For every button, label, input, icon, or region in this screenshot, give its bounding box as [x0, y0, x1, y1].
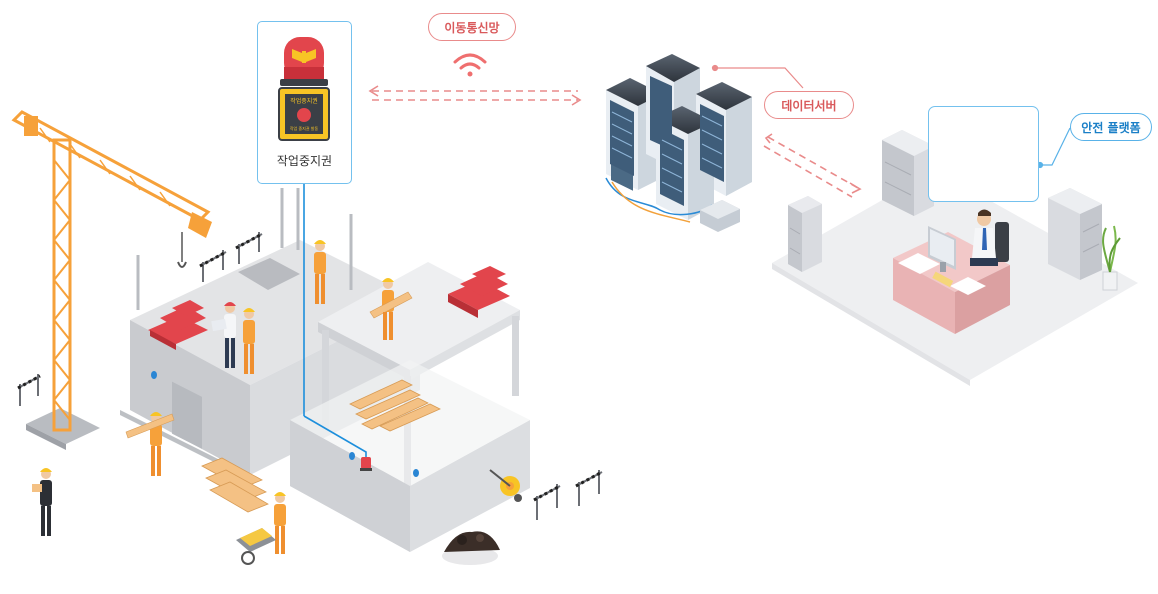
data-server-label: 데이터서버 [764, 91, 854, 119]
device-panel-subtext: 작업 중지권 발동 [290, 125, 319, 131]
soil-pile [442, 531, 500, 565]
worker-figure [314, 240, 326, 304]
desk-computer-monitor [928, 226, 956, 272]
worker-with-wheelbarrow [236, 492, 286, 565]
server-label-leader [711, 64, 804, 89]
warning-beacon-icon [360, 457, 372, 471]
worker-figure-pair [211, 302, 255, 374]
tower-crane [11, 110, 212, 450]
window-dots [151, 371, 419, 477]
safety-platform-card: Platform [928, 106, 1039, 202]
rebar-posts [136, 188, 353, 310]
device-panel-text: 작업중지권 [290, 97, 318, 105]
filing-cabinet-back [882, 130, 934, 216]
lumber-stack [349, 379, 441, 432]
brick-pile [148, 300, 208, 350]
work-stop-label: 작업중지권 [276, 154, 333, 168]
filing-cabinet-left [788, 196, 822, 272]
work-stop-device-card: 작업중지권 작업 중지권 발동 작업중지권 [257, 21, 352, 184]
data-server-rack-group [605, 54, 752, 232]
safety-platform-label: 안전 플랫폼 [1070, 113, 1152, 141]
brick-pile [448, 266, 510, 318]
connection-lines [372, 90, 859, 198]
worker-figure-carrying-wood [369, 278, 413, 340]
potted-plant [1102, 225, 1121, 291]
doorway [172, 381, 202, 449]
platform-label-leader [1036, 127, 1071, 169]
emergency-stop-device-icon: 작업중지권 작업 중지권 발동 [278, 37, 330, 141]
network-switch-box [700, 200, 740, 232]
cement-mixer [489, 469, 522, 502]
worker-figure-left [125, 412, 175, 476]
mobile-network-label: 이동통신망 [428, 13, 516, 41]
platform-screen-title: Platform [943, 124, 960, 129]
wifi-icon [453, 53, 487, 77]
building-annex [290, 262, 530, 552]
filing-cabinet-right [1048, 188, 1102, 280]
office-worker [970, 209, 1009, 266]
supervisor-figure [32, 468, 52, 536]
lumber-stack-ground [201, 457, 269, 513]
